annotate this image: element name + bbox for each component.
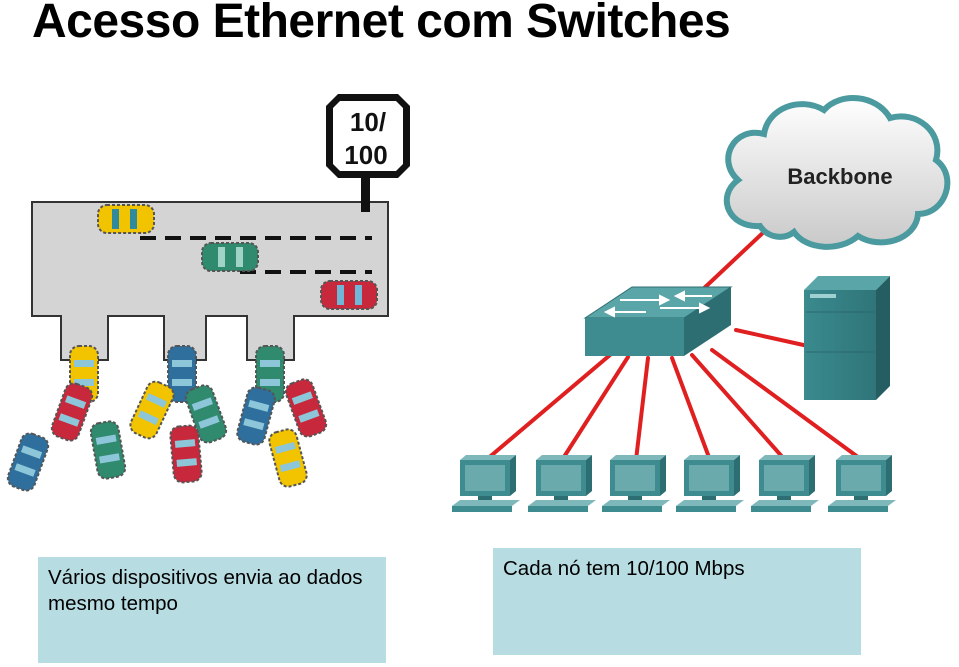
workstation-icon (676, 455, 744, 512)
queued-car (167, 345, 197, 403)
workstation-icon (828, 455, 896, 512)
lane-markers (140, 236, 372, 274)
queued-car (6, 432, 50, 492)
server-icon (804, 276, 890, 400)
queued-car (236, 386, 276, 446)
queued-car (169, 424, 203, 484)
caption-shared-medium: Vários dispositivos envia ao dados mesmo… (38, 557, 386, 663)
workstation-icon (452, 455, 520, 512)
queued-car (184, 384, 228, 444)
queued-car (129, 380, 175, 440)
road (31, 201, 389, 361)
speed-sign-text-line2: 100 (344, 140, 387, 170)
queued-car (50, 382, 94, 442)
car-green-lane2 (201, 242, 259, 272)
network-links (484, 226, 864, 462)
workstation-icon (602, 455, 670, 512)
speed-sign-text-line1: 10/ (350, 107, 386, 137)
car-red-lane3 (320, 280, 378, 310)
speed-limit-sign: 10/ 100 (326, 94, 410, 212)
switch-icon (583, 286, 733, 356)
queued-car (268, 428, 308, 488)
car-yellow-lane1 (97, 204, 155, 234)
page-title: Acesso Ethernet com Switches (32, 0, 731, 48)
caption-dedicated-bandwidth: Cada nó tem 10/100 Mbps (493, 548, 861, 655)
backbone-cloud: Backbone (724, 95, 951, 250)
backbone-label: Backbone (787, 164, 892, 189)
workstation-icon (751, 455, 819, 512)
car-queue (6, 345, 328, 492)
queued-car (89, 420, 127, 480)
highway-analogy: 10/ 100 (6, 94, 410, 492)
workstation-icon (528, 455, 596, 512)
workstation-group (452, 455, 896, 512)
